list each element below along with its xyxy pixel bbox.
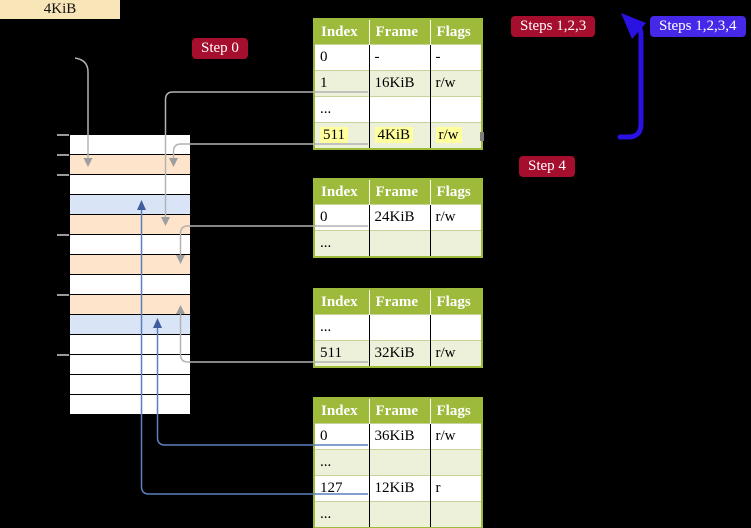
table-cell: 1 [314,70,370,97]
memory-frame-row [70,135,190,155]
table-cell [430,96,482,123]
memory-tick [57,134,69,136]
memory-frame-row [70,395,190,415]
memory-frame-row [70,315,190,335]
column-header: Frame [369,19,431,45]
column-header: Index [314,179,370,205]
memory-frame-row [70,155,190,175]
table-cell: 24KiB [369,204,431,231]
table-cell: 32KiB [369,340,431,367]
table-cell [369,96,431,123]
table-cell: ... [314,314,370,341]
memory-frame-row [70,215,190,235]
memory-column [70,135,190,415]
table-cell [369,314,431,341]
table-cell: 511 [314,340,370,367]
memory-frame-row [70,335,190,355]
table-cell: 4KiB [369,122,431,149]
table-cell: ... [314,501,370,528]
highlighted-value: r/w [435,127,462,143]
table-cell: r [430,475,482,502]
table-cell [430,501,482,528]
column-header: Index [314,398,370,424]
table-cell [369,230,431,257]
table-cell [369,449,431,476]
memory-tick [57,234,69,236]
table-cell: r/w [430,204,482,231]
column-header: Index [314,289,370,315]
table-cell: ... [314,230,370,257]
table-cell: 12KiB [369,475,431,502]
table-cell [430,230,482,257]
memory-frame-row [70,255,190,275]
column-header: Frame [369,179,431,205]
memory-frame-row [70,375,190,395]
table-row: ... [314,449,482,476]
table-row: 511 4KiB r/w [314,122,482,149]
steps-loop-arrow [617,19,644,140]
table-cell [430,314,482,341]
table-row: 0-- [314,44,482,71]
table-cell: 127 [314,475,370,502]
memory-frame-row [70,175,190,195]
memory-tick [57,154,69,156]
highlighted-value: 4KiB [374,127,414,143]
table-cell [369,501,431,528]
arrowhead-upleft-icon [621,13,646,39]
column-header: Flags [430,289,482,315]
table-cell: 36KiB [369,423,431,450]
table-row: ... [314,96,482,123]
memory-frame-row [70,275,190,295]
memory-tick [57,354,69,356]
memory-tick [57,174,69,176]
highlighted-value: 511 [320,127,348,143]
table-cell: r/w [430,70,482,97]
column-header: Flags [430,179,482,205]
memory-frame-row [70,355,190,375]
table-cell: 16KiB [369,70,431,97]
table-row: ... [314,501,482,528]
table-row: ... [314,314,482,341]
table-cell: ... [314,96,370,123]
table-cell: ... [314,449,370,476]
steps-123-badge: Steps 1,2,3 [511,16,596,37]
table-cell: 0 [314,423,370,450]
column-header: Flags [430,398,482,424]
table-cell: 0 [314,44,370,71]
table-cell: r/w [430,423,482,450]
step4-badge: Step 4 [519,156,575,177]
table-cell: r/w [430,122,482,149]
memory-frame-row [70,195,190,215]
table-row: ... [314,230,482,257]
column-header: Index [314,19,370,45]
memory-frame-row [70,295,190,315]
column-header: Flags [430,19,482,45]
step0-badge: Step 0 [192,38,248,59]
table-cell: 511 [314,122,370,149]
table-cell [430,449,482,476]
memory-tick [57,294,69,296]
table-cell: - [369,44,431,71]
column-header: Frame [369,398,431,424]
steps-1234-badge: Steps 1,2,3,4 [650,16,746,37]
table-cell: r/w [430,340,482,367]
frame-size-label: 4KiB [0,0,120,19]
memory-frame-row [70,235,190,255]
table-cell: 0 [314,204,370,231]
table-cell: - [430,44,482,71]
column-header: Frame [369,289,431,315]
